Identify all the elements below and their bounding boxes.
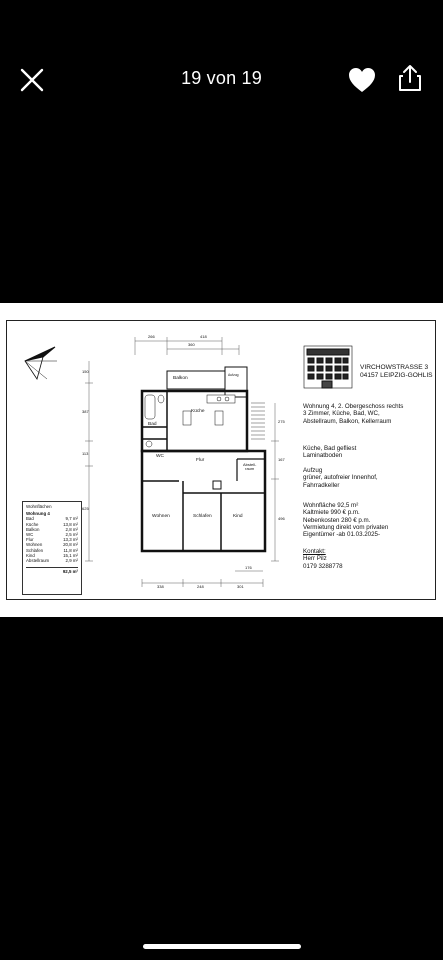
area-row: Balkon 2,8 m²	[26, 527, 78, 532]
desc-extras: Abstellraum, Balkon, Kellerraum	[303, 417, 392, 425]
area-row: Abstellraum 2,9 m²	[26, 558, 78, 563]
room-label-balkon: Balkon	[173, 376, 188, 381]
listing-photo[interactable]: Balkon Aufzug Küche Bad WC Flur Abstell-…	[0, 303, 443, 617]
area-row-name: Kind	[26, 552, 35, 558]
room-label-schlafen: Schlafen	[193, 514, 212, 519]
compass-icon	[24, 346, 57, 380]
area-row: WC 2,5 m²	[26, 532, 78, 537]
desc-rooms: 3 Zimmer, Küche, Bad, WC,	[303, 410, 380, 418]
dim-left-4: 625	[82, 506, 89, 511]
dim-right-1: 275	[278, 419, 285, 424]
area-row-value: 15,1 m²	[63, 552, 78, 558]
room-label-kind: Kind	[233, 514, 243, 519]
dim-left-2: 387	[82, 409, 89, 414]
area-row-name: Bad	[26, 516, 34, 522]
area-row: Schlafen 11,8 m²	[26, 548, 78, 553]
room-label-abstell-line1: Abstell-	[243, 462, 257, 467]
area-row-value: 2,9 m²	[65, 558, 78, 564]
area-row: Küche 13,8 m²	[26, 522, 78, 527]
area-row: Wohnen 20,8 m²	[26, 542, 78, 547]
room-label-flur: Flur	[196, 458, 205, 463]
address-city: 04157 LEIPZIG-GOHLIS	[360, 372, 433, 379]
floorplan-sheet: Balkon Aufzug Küche Bad WC Flur Abstell-…	[6, 320, 436, 600]
desc-size: Wohnfläche 92,5 m²	[303, 502, 359, 509]
dim-right-2: 167	[278, 457, 285, 462]
room-label-kueche: Küche	[191, 409, 205, 414]
contact-phone: 0179 3288778	[303, 562, 343, 570]
contact: Kontakt: Herr Pilz 0179 3288778	[303, 548, 343, 570]
floorplan-drawing	[24, 337, 353, 587]
area-row-name: Küche	[26, 521, 39, 527]
desc-amenity-2: grüner, autofreier Innenhof,	[303, 474, 378, 482]
dim-left-1: 150	[82, 369, 89, 374]
contact-name: Herr Pilz	[303, 555, 327, 563]
dim-left-3: 113	[82, 451, 89, 456]
desc-finish-1: Küche, Bad gefliest	[303, 445, 357, 452]
like-button[interactable]	[344, 62, 380, 98]
area-row-value: 2,5 m²	[65, 532, 78, 538]
desc-amenity-1: Aufzug	[303, 467, 323, 474]
close-button[interactable]	[14, 62, 50, 98]
home-indicator[interactable]	[143, 944, 301, 949]
desc-amenity-3: Fahrradkeller	[303, 481, 340, 489]
apartment-description: Wohnung 4, 2. Obergeschoss rechts 3 Zimm…	[303, 403, 403, 425]
amenities-description: Aufzug grüner, autofreier Innenhof, Fahr…	[303, 467, 378, 489]
area-row-value: 9,7 m²	[65, 516, 78, 522]
area-row-value: 2,8 m²	[65, 526, 78, 532]
dim-bottom-1: 338	[157, 584, 164, 589]
desc-costs: Nebenkosten 280 € p.m.	[303, 516, 371, 524]
area-table: Wohnflächen Wohnung 4 Bad 9,7 m² Küche 13,…	[22, 501, 82, 595]
heart-icon	[349, 68, 375, 92]
area-table-heading: Wohnflächen	[26, 504, 52, 509]
room-label-abstell-line2: raum	[245, 466, 255, 472]
price-description: Wohnfläche 92,5 m² Kaltmiete 990 € p.m. …	[303, 502, 388, 538]
room-label-wohnen: Wohnen	[152, 514, 170, 519]
viewer-top-bar: 19 von 19	[0, 48, 443, 108]
room-label-aufzug: Aufzug	[228, 373, 239, 377]
area-row-name: Abstellraum	[26, 558, 50, 564]
desc-rent: Kaltmiete 990 € p.m.	[303, 509, 360, 517]
share-button[interactable]	[392, 60, 428, 96]
area-row-name: WC	[26, 532, 34, 538]
dim-bottom-2: 248	[197, 584, 204, 589]
finish-description: Küche, Bad gefliest Laminatboden	[303, 445, 356, 460]
area-row-name: Flur	[26, 537, 34, 543]
room-label-wc: WC	[156, 454, 164, 459]
area-row-value: 13,3 m²	[63, 537, 78, 543]
desc-apartment: Wohnung 4, 2. Obergeschoss rechts	[303, 403, 404, 410]
dim-top-2: 418	[200, 334, 207, 339]
dim-top-3: 360	[188, 342, 195, 347]
area-row-value: 20,8 m²	[63, 542, 78, 548]
dim-bottom-4: 176	[245, 565, 252, 570]
image-counter: 19 von 19	[181, 68, 262, 88]
address-street: VIRCHOWSTRASSE 3	[360, 364, 429, 371]
building-facade-image	[303, 345, 353, 389]
room-label-bad: Bad	[148, 422, 157, 427]
desc-finish-2: Laminatboden	[303, 452, 343, 460]
area-table-unit: Wohnung 4	[26, 511, 50, 517]
area-row-name: Balkon	[26, 526, 40, 532]
area-row-value: 13,8 m²	[63, 521, 78, 527]
area-row: Kind 15,1 m²	[26, 553, 78, 558]
contact-heading: Kontakt:	[303, 548, 326, 555]
area-row: Flur 13,3 m²	[26, 537, 78, 542]
close-icon	[20, 68, 44, 92]
address: VIRCHOWSTRASSE 3 04157 LEIPZIG-GOHLIS	[360, 364, 433, 380]
share-icon	[399, 65, 421, 91]
area-row-name: Wohnen	[26, 542, 43, 548]
area-total: 92,5 m²	[26, 567, 78, 574]
area-row-name: Schlafen	[26, 547, 44, 553]
dim-top-1: 266	[148, 334, 155, 339]
desc-letting: Vermietung direkt vom privaten	[303, 523, 389, 531]
dim-right-3: 496	[278, 516, 285, 521]
desc-owner: Eigentümer -ab 01.03.2025-	[303, 531, 381, 539]
area-row: Bad 9,7 m²	[26, 516, 78, 521]
dim-bottom-3: 301	[237, 584, 244, 589]
area-row-value: 11,8 m²	[63, 547, 78, 553]
room-label-abstellraum: Abstell- raum	[243, 462, 257, 472]
